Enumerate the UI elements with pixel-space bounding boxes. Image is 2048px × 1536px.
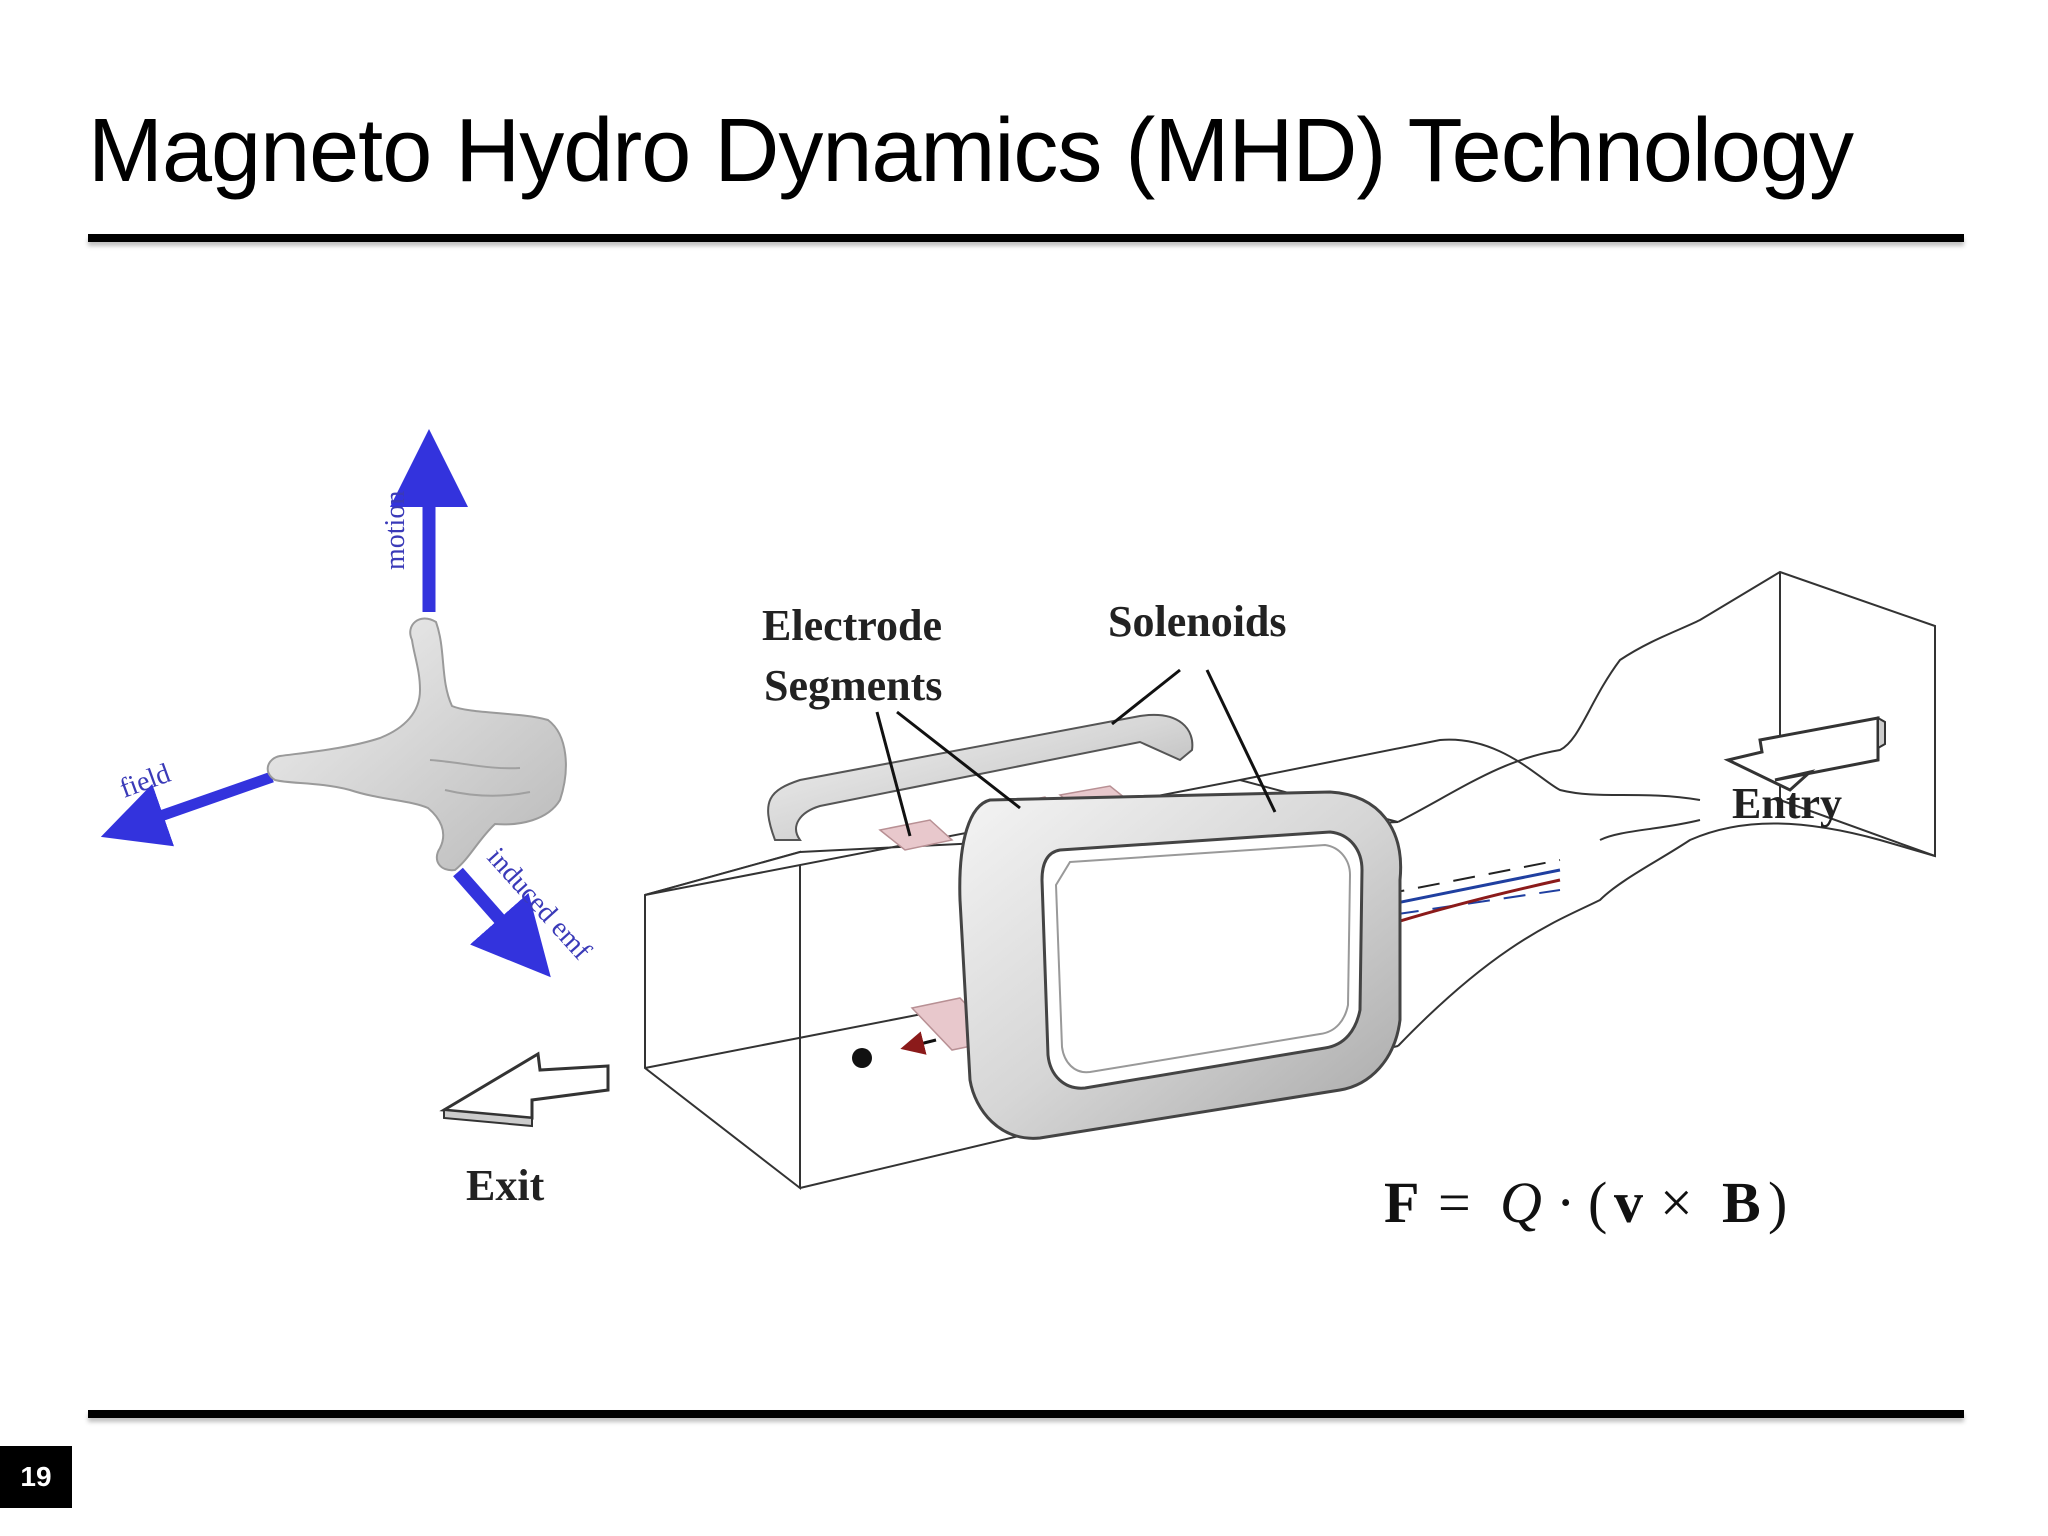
formula-q: Q	[1500, 1170, 1542, 1235]
electrode-top-1	[878, 819, 954, 851]
slide-title: Magneto Hydro Dynamics (MHD) Technology	[88, 101, 1854, 201]
footer-rule	[88, 1410, 1964, 1418]
entry-label: Entry	[1732, 779, 1842, 828]
page-number: 19	[0, 1446, 72, 1508]
induced-emf-label: induced emf	[481, 842, 598, 967]
lorentz-force-formula: F = Q · ( v × B )	[1384, 1170, 1787, 1235]
electrode-label-line2: Segments	[764, 661, 942, 710]
field-arrow	[100, 771, 274, 847]
leader-lines	[875, 668, 1277, 837]
formula-b: B	[1722, 1170, 1761, 1235]
right-hand-rule: motion field induced emf	[100, 429, 598, 978]
exit-label: Exit	[466, 1161, 545, 1210]
solenoids-label: Solenoids	[1108, 597, 1287, 646]
title-underline	[88, 234, 1964, 242]
entry-nozzle	[1397, 570, 1936, 1047]
front-solenoid	[958, 790, 1403, 1140]
formula-close-paren: )	[1768, 1170, 1787, 1235]
formula-open-paren: (	[1588, 1170, 1607, 1235]
formula-dot: ·	[1556, 1170, 1575, 1235]
induced-emf-arrow	[453, 867, 551, 978]
formula-times: ×	[1660, 1170, 1693, 1235]
hand-icon	[266, 617, 567, 872]
exit-arrow-icon	[439, 1051, 610, 1128]
field-label: field	[116, 758, 175, 805]
electrode-label-line1: Electrode	[762, 601, 942, 650]
formula-equals: =	[1438, 1170, 1471, 1235]
formula-v: v	[1614, 1170, 1643, 1235]
formula-lhs: F	[1384, 1170, 1419, 1235]
channel-front-face	[644, 850, 801, 1191]
exiting-particle	[852, 1048, 872, 1068]
back-solenoid	[767, 713, 1194, 841]
motion-label: motion	[380, 491, 411, 570]
entry-arrow-icon	[1723, 716, 1886, 792]
